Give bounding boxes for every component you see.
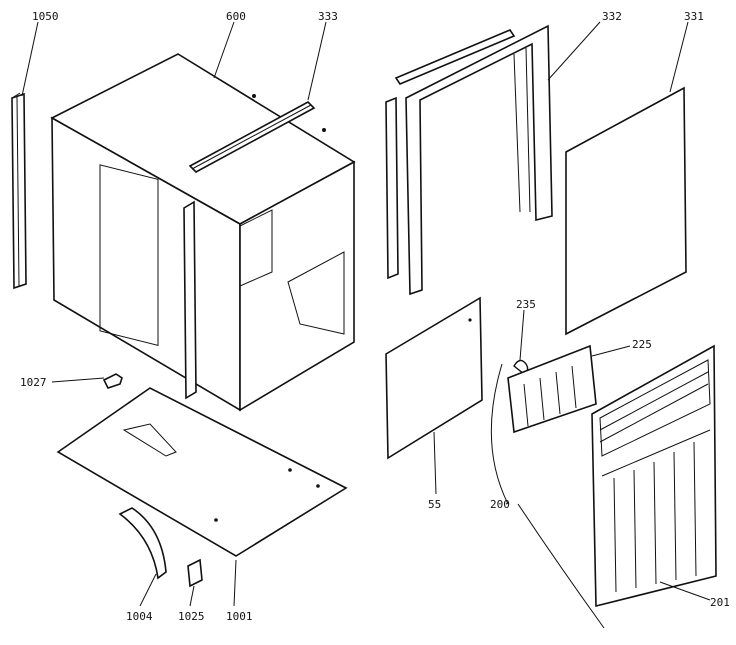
part-55-panel bbox=[385, 296, 483, 460]
part-201-grille bbox=[591, 344, 717, 608]
callout-1050: 1050 bbox=[32, 10, 59, 23]
callout-1001: 1001 bbox=[226, 610, 253, 623]
side-louvres bbox=[99, 164, 159, 347]
part-1027-bracket bbox=[102, 373, 123, 389]
part-331-panel bbox=[565, 86, 687, 336]
callout-1004: 1004 bbox=[126, 610, 153, 623]
callout-201: 201 bbox=[710, 596, 730, 609]
part-333-rail bbox=[188, 101, 316, 173]
callout-332: 332 bbox=[602, 10, 622, 23]
callout-200: 200 bbox=[490, 498, 510, 511]
part-1050-strip bbox=[11, 92, 27, 290]
part-1001-base bbox=[56, 387, 348, 557]
callout-225: 225 bbox=[632, 338, 652, 351]
part-1004-bracket bbox=[118, 507, 167, 580]
part-1025-clip bbox=[187, 558, 203, 588]
callout-333: 333 bbox=[318, 10, 338, 23]
callout-55: 55 bbox=[428, 498, 441, 511]
part-225-bracket bbox=[507, 344, 597, 434]
callout-600: 600 bbox=[226, 10, 246, 23]
part-600-cabinet bbox=[50, 53, 356, 412]
leader-lines bbox=[21, 21, 711, 629]
callout-235: 235 bbox=[516, 298, 536, 311]
part-332-frame bbox=[385, 24, 553, 296]
callout-1025: 1025 bbox=[178, 610, 205, 623]
callout-1027: 1027 bbox=[20, 376, 47, 389]
callout-331: 331 bbox=[684, 10, 704, 23]
